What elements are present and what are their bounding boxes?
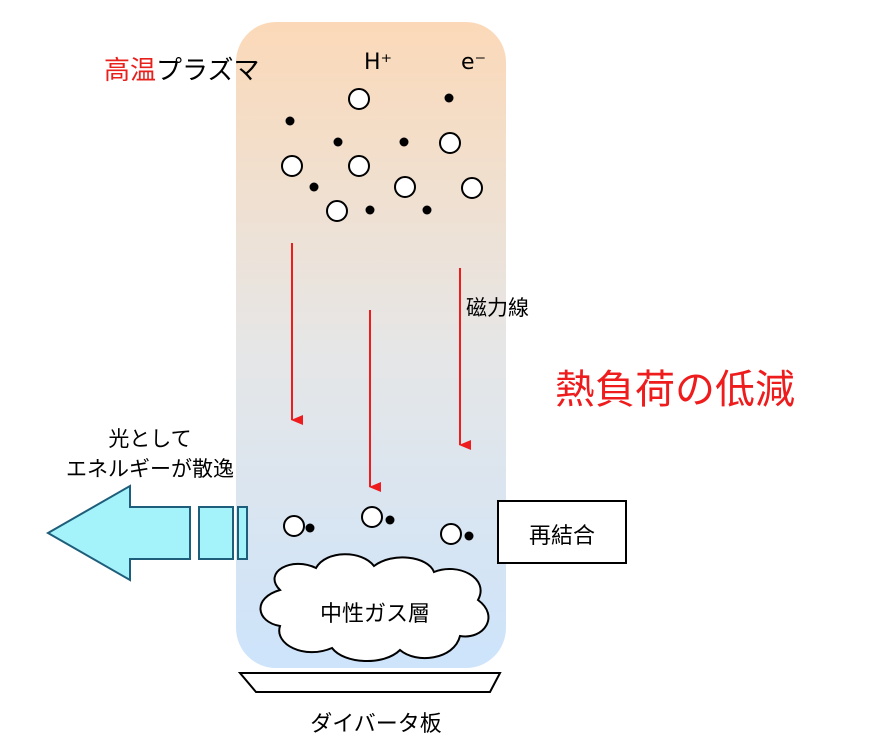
plasma-label: 高温プラズマ — [104, 50, 260, 87]
neutral-gas-label: 中性ガス層 — [319, 602, 430, 627]
ion — [461, 177, 483, 199]
radiation-label-line1: 光として — [108, 427, 192, 451]
recombined-ion — [283, 515, 305, 537]
electron — [285, 116, 295, 126]
plasma-label-accent: 高温 — [104, 56, 157, 86]
divertor-label: ダイバータ板 — [310, 712, 442, 737]
ion — [439, 132, 461, 154]
ions — [281, 88, 483, 222]
radiation-label-line2: エネルギーが散逸 — [66, 457, 234, 481]
electron — [365, 205, 375, 215]
radiation-arrow-segment — [237, 506, 248, 560]
e-minus-label: e⁻ — [461, 50, 487, 75]
ion — [348, 88, 370, 110]
radiation-arrow-segment — [198, 506, 234, 560]
field-line-label: 磁力線 — [466, 296, 529, 320]
electron — [422, 205, 432, 215]
recombined-ion — [361, 506, 383, 528]
recombined-electron — [464, 531, 474, 541]
radiation-label: 光として エネルギーが散逸 — [38, 424, 262, 484]
divertor-plate — [237, 672, 502, 693]
radiation-arrow-body — [45, 484, 191, 582]
h-plus-label: H⁺ — [364, 50, 393, 75]
plasma-label-rest: プラズマ — [156, 56, 260, 86]
ion — [326, 200, 348, 222]
heat-load-label: 熱負荷の低減 — [555, 367, 795, 413]
electron — [309, 182, 319, 192]
recombination-box — [497, 500, 627, 564]
recombined-electron — [385, 515, 395, 525]
radiation-arrow — [45, 484, 248, 582]
electron — [399, 137, 409, 147]
ion — [394, 176, 416, 198]
ion — [348, 155, 370, 177]
recombination-label: 再結合 — [528, 524, 595, 549]
field-line-arrows — [291, 243, 471, 492]
ion — [281, 155, 303, 177]
recombined-electron — [305, 523, 315, 533]
electron — [444, 93, 454, 103]
neutral-gas-cloud — [259, 553, 490, 662]
electron — [333, 137, 343, 147]
electrons — [285, 93, 454, 215]
recombined-ion — [440, 523, 462, 545]
recombined-atoms — [283, 506, 474, 545]
